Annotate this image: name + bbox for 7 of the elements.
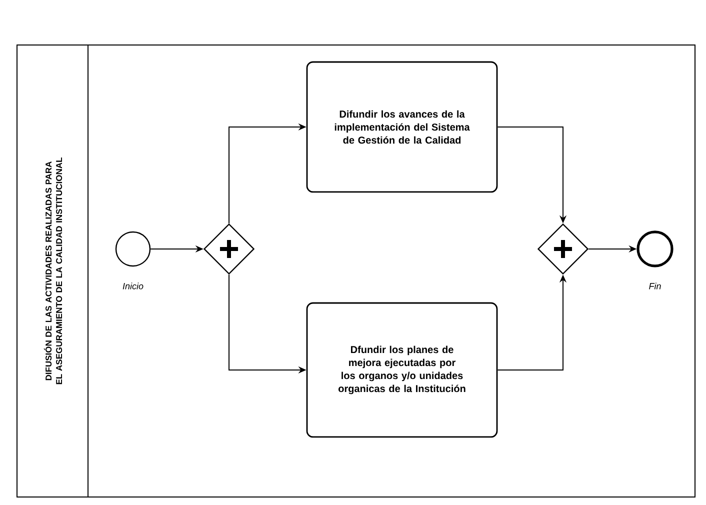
pool-title: DIFUSIÓN DE LAS ACTIVIDADES REALIZADAS PARA EL ASEGURAMIENTO DE LA CALIDAD INSTITUCIONAL xyxy=(44,158,62,384)
task-box: Dfundir los planes de mejora ejecutadas por los organos y/o unidades organicas de la Institución xyxy=(306,302,498,438)
start-event-circle xyxy=(115,231,151,267)
event-label: Fin xyxy=(649,282,661,290)
task-box: Difundir los avances de la implementación del Sistema de Gestión de la Calidad xyxy=(306,61,498,193)
end-event-circle xyxy=(636,230,674,268)
event-label: Inicio xyxy=(122,282,144,290)
